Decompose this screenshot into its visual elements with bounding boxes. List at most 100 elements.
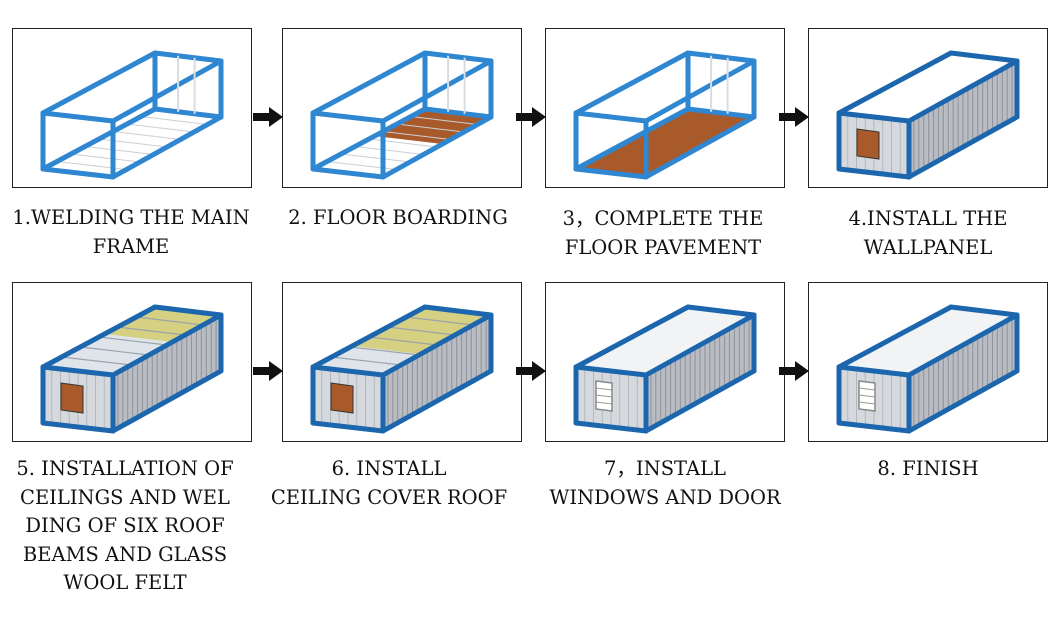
step-8-caption: 8. FINISH xyxy=(877,457,979,480)
floor-joist xyxy=(340,153,411,163)
step-4-caption: 4.INSTALL THE WALLPANEL xyxy=(848,207,1008,259)
step-8-image xyxy=(808,282,1048,442)
frame-beam xyxy=(573,106,691,172)
frame-beam xyxy=(310,420,386,434)
frame-beam xyxy=(685,106,757,120)
floor-joist xyxy=(326,161,397,170)
frame-beam xyxy=(948,304,1020,318)
roof-beam xyxy=(117,326,186,336)
frame-beam xyxy=(40,304,158,370)
frame-beam xyxy=(573,364,649,378)
frame-beam xyxy=(110,368,224,434)
frame-beam xyxy=(906,114,1020,180)
floor-joist xyxy=(410,116,478,125)
roof-beam xyxy=(350,346,420,356)
window-mullion xyxy=(858,387,876,391)
roof-beam xyxy=(136,316,204,326)
arrow-right-icon xyxy=(253,361,283,381)
container-frame-illustration xyxy=(40,50,224,180)
step-2-caption: 2. FLOOR BOARDING xyxy=(288,206,508,229)
frame-beam xyxy=(685,304,757,318)
step-3-image xyxy=(545,28,785,188)
frame-beam xyxy=(573,420,649,434)
step-6-caption: 6. INSTALL CEILING COVER ROOF xyxy=(270,457,508,509)
frame-beam xyxy=(110,312,224,378)
frame-beam xyxy=(836,420,912,434)
roof-beam xyxy=(331,356,402,366)
arrow-right-icon xyxy=(516,107,546,127)
frame-beam xyxy=(906,312,1020,378)
roof-beam xyxy=(368,336,438,346)
frame-beam xyxy=(310,166,386,180)
window-mullion xyxy=(595,394,613,398)
frame-beam xyxy=(643,114,757,180)
step-2-image xyxy=(282,28,522,188)
floor-joist xyxy=(126,123,195,133)
frame-beam xyxy=(573,110,649,124)
floor-joist xyxy=(396,123,465,133)
frame-beam xyxy=(573,50,691,116)
frame-beam xyxy=(380,58,494,124)
frame-beam xyxy=(40,166,116,180)
frame-beam xyxy=(573,304,691,370)
floor-board xyxy=(374,109,491,144)
frame-beam xyxy=(380,312,494,378)
frame-beam xyxy=(836,110,912,124)
arrow-right-icon xyxy=(516,361,546,381)
window-mullion xyxy=(595,387,613,391)
arrow-right-icon xyxy=(253,107,283,127)
step-6-image xyxy=(282,282,522,442)
floor-joist xyxy=(368,138,438,148)
step-4-image xyxy=(808,28,1048,188)
frame-beam xyxy=(380,114,494,180)
floor-joist xyxy=(354,146,424,155)
frame-beam xyxy=(110,114,224,180)
frame-beam xyxy=(836,166,912,180)
roof-panel xyxy=(576,307,754,375)
floor-joist xyxy=(112,131,181,140)
frame-beam xyxy=(643,312,757,378)
roof-beam xyxy=(98,336,168,346)
frame-beam xyxy=(643,368,757,434)
frame-beam xyxy=(40,420,116,434)
frame-beam xyxy=(310,304,428,370)
frame-beam xyxy=(948,50,1020,64)
step-1-image xyxy=(12,28,252,188)
window-mullion xyxy=(858,401,876,405)
frame-beam xyxy=(836,304,954,370)
floor-board xyxy=(576,109,754,177)
arrow-right-icon xyxy=(779,107,809,127)
container-window-door-illustration xyxy=(573,304,757,434)
container-floor-complete-illustration xyxy=(573,50,757,180)
frame-beam xyxy=(152,50,224,64)
floor-joist xyxy=(382,131,451,140)
roof-beam xyxy=(387,326,456,336)
frame-beam xyxy=(40,50,158,116)
container-ceiling-beams-illustration xyxy=(40,304,224,434)
frame-beam xyxy=(40,110,116,124)
frame-beam xyxy=(685,50,757,64)
step-5-caption: 5. INSTALLATION OF CEILINGS AND WEL DING… xyxy=(16,457,234,594)
floor-joist xyxy=(84,146,154,155)
floor-joist xyxy=(98,138,168,148)
frame-beam xyxy=(110,58,224,124)
step-5-image xyxy=(12,282,252,442)
roof-panel xyxy=(839,307,1017,375)
window-mullion xyxy=(595,401,613,405)
frame-beam xyxy=(310,50,428,116)
arrow-right-icon xyxy=(779,361,809,381)
frame-beam xyxy=(310,110,386,124)
step-7-image xyxy=(545,282,785,442)
step-7-caption: 7，INSTALL WINDOWS AND DOOR xyxy=(549,457,781,509)
floor-joist xyxy=(56,161,127,170)
step-1-caption: 1.WELDING THE MAIN FRAME xyxy=(12,206,250,258)
roof-beam xyxy=(80,346,150,356)
container-floor-boarding-illustration xyxy=(310,50,494,180)
frame-beam xyxy=(422,106,494,120)
door-opening xyxy=(330,382,354,414)
frame-beam xyxy=(573,166,649,180)
frame-beam xyxy=(836,50,954,116)
frame-beam xyxy=(40,364,116,378)
frame-beam xyxy=(422,304,494,318)
frame-beam xyxy=(906,58,1020,124)
